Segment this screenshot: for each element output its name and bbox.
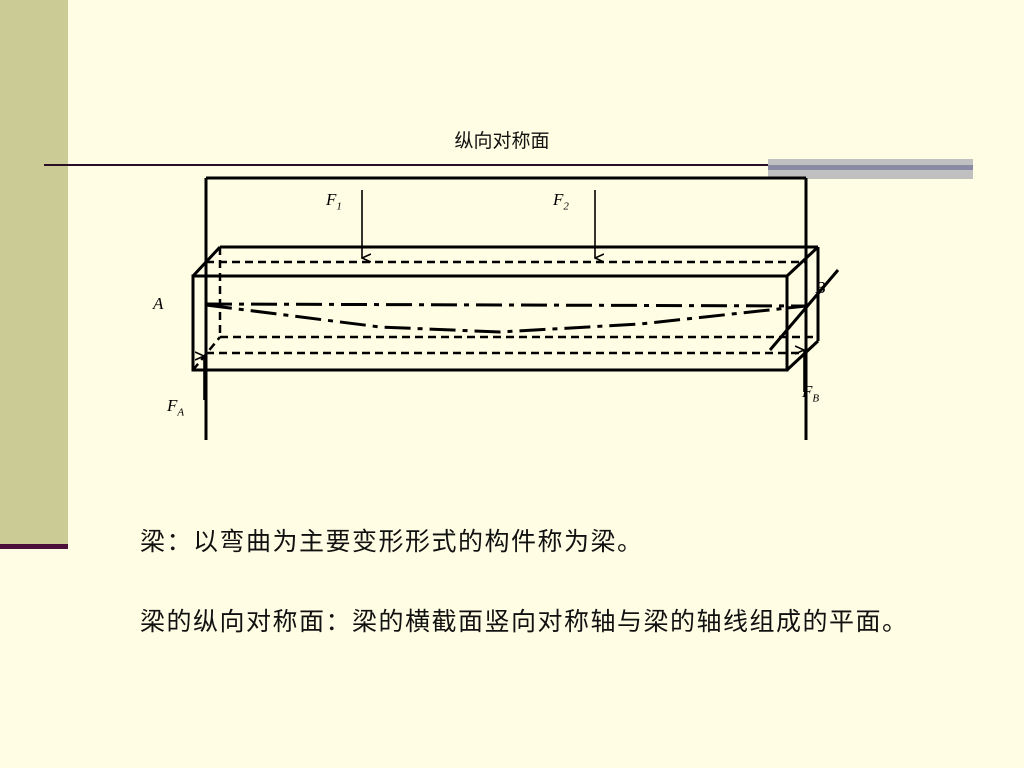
label-fa: FA [167,396,185,419]
neutral-axis-line [205,302,807,308]
beam-front-face [191,274,789,372]
side-decor-underline [0,544,68,549]
beam-hidden-edges [192,247,818,371]
label-fb: FB [802,382,820,405]
deflection-curve [205,303,807,334]
beam-definition-text: 梁：以弯曲为主要变形形式的构件称为梁。 [140,527,644,556]
beam-box [191,245,820,372]
beam-bottom-right-edge [785,339,820,372]
diagram-title: 纵向对称面 [454,131,550,152]
hidden-bottom-left-edge [192,336,221,371]
symmetry-plane-definition-text: 梁的纵向对称面：梁的横截面竖向对称轴与梁的轴线组成的平面。 [140,607,909,636]
label-f1: F1 [326,190,342,213]
label-f2: F2 [553,190,569,213]
label-a: A [153,294,164,313]
beam-axis [205,302,807,334]
label-b: B [815,278,826,297]
accent-bar [768,159,973,179]
support-b-line [768,269,840,351]
beam-top-right-edge [785,245,820,278]
title-rule [44,164,972,166]
side-decor-bar [0,0,68,548]
symmetry-plane [204,176,808,440]
